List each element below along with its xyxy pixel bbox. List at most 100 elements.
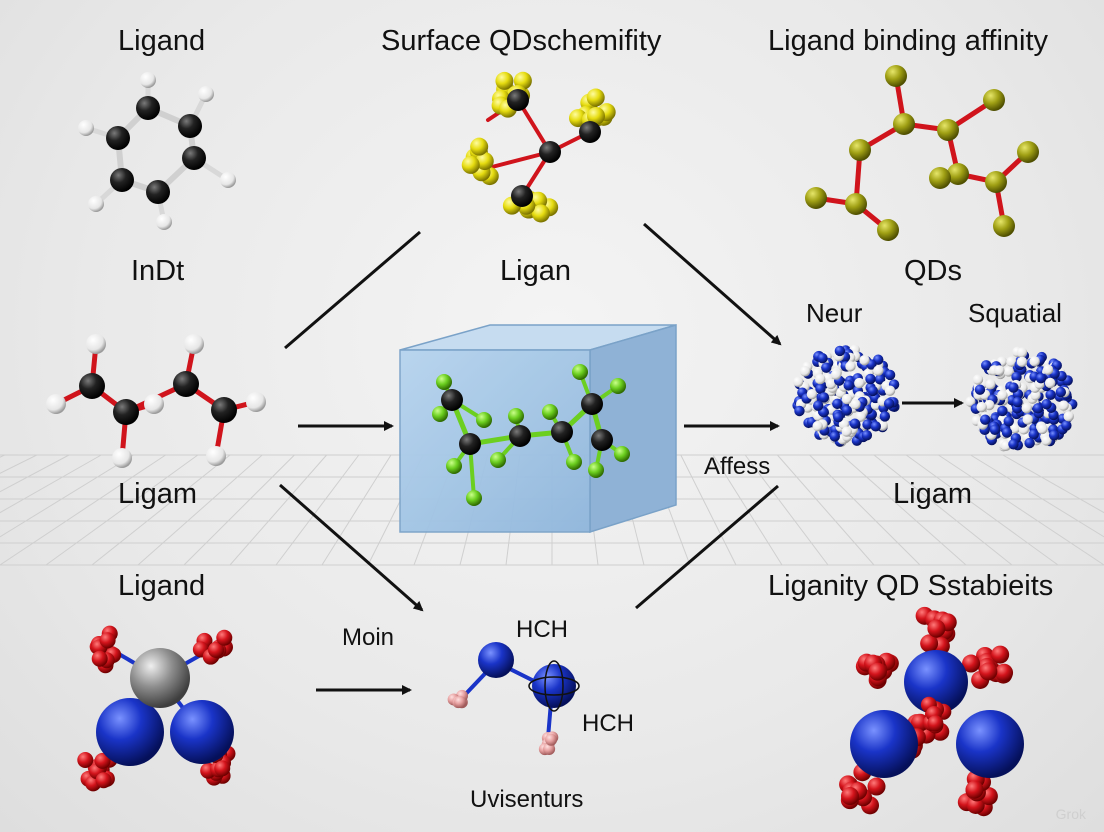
blue-atom bbox=[170, 700, 234, 764]
olive-atom bbox=[947, 163, 969, 185]
blue-atom bbox=[532, 664, 576, 708]
hydrogen-atom bbox=[1016, 356, 1028, 368]
hydrogen-atom bbox=[850, 399, 861, 410]
pink-atom bbox=[545, 733, 558, 746]
hydrogen-atom bbox=[825, 378, 837, 390]
olive-atom bbox=[805, 187, 827, 209]
oxygen-atom bbox=[867, 777, 886, 796]
carbon-atom bbox=[551, 421, 573, 443]
carbon-atom bbox=[459, 433, 481, 455]
top-left-title: Ligand bbox=[118, 25, 206, 57]
mid-left-caption: Ligam bbox=[118, 478, 197, 510]
oxygen-atom bbox=[77, 751, 94, 768]
blue-atom bbox=[874, 374, 886, 385]
carbon-atom bbox=[211, 397, 237, 423]
blue-atom bbox=[821, 362, 832, 373]
mid-right-caption: Ligam bbox=[893, 478, 972, 510]
fluorine-atom bbox=[436, 374, 452, 390]
quantum-dot-nanoparticle-right bbox=[965, 346, 1078, 452]
oxygen-atom bbox=[95, 772, 112, 789]
arrows bbox=[279, 222, 964, 695]
sulfur-atom bbox=[475, 152, 494, 171]
hydrogen-atom bbox=[1058, 400, 1069, 411]
blue-atom bbox=[884, 369, 896, 381]
hydrogen-atom bbox=[855, 411, 866, 422]
carbon-atom bbox=[113, 399, 139, 425]
blue-atom bbox=[1028, 429, 1039, 440]
olive-atom bbox=[929, 167, 951, 189]
crystal-box bbox=[399, 324, 677, 534]
fluorine-atom bbox=[432, 406, 448, 422]
sulfur-atom bbox=[531, 204, 550, 223]
blue-atom bbox=[96, 698, 164, 766]
blue-atom bbox=[817, 352, 828, 364]
surface-chemistry-molecule bbox=[461, 71, 616, 223]
hydrogen-atom bbox=[997, 390, 1008, 401]
fluorine-atom bbox=[588, 462, 604, 478]
blue-atom bbox=[1024, 437, 1035, 449]
carbon-atom bbox=[136, 96, 160, 120]
blue-atom bbox=[829, 431, 840, 442]
blue-atom bbox=[850, 710, 918, 778]
fluorine-atom bbox=[542, 404, 558, 420]
carbon-atom bbox=[509, 425, 531, 447]
carbon-atom bbox=[511, 185, 533, 207]
blue-atom bbox=[1012, 396, 1023, 408]
arrow-left-to-bottom bbox=[279, 483, 424, 612]
hydrogen-atom bbox=[1021, 402, 1032, 414]
fluorinated-molecule bbox=[432, 364, 630, 506]
olive-atom bbox=[849, 139, 871, 161]
hydrogen-atom bbox=[140, 72, 156, 88]
blue-atom bbox=[478, 642, 514, 678]
blue-atom bbox=[1048, 430, 1060, 441]
olive-atom bbox=[845, 193, 867, 215]
olive-atom bbox=[1017, 141, 1039, 163]
hydrogen-atom bbox=[841, 426, 852, 437]
fluorine-atom bbox=[446, 458, 462, 474]
blue-atom bbox=[812, 400, 824, 411]
blue-atom bbox=[865, 373, 876, 385]
hydrogen-atom bbox=[1037, 423, 1048, 435]
blue-atom bbox=[1061, 420, 1072, 431]
oxygen-atom bbox=[208, 641, 225, 658]
moin-label: Moin bbox=[342, 624, 395, 651]
blue-atom bbox=[794, 405, 805, 417]
arrow-top-to-right bbox=[643, 222, 782, 346]
sulfur-atom bbox=[461, 155, 480, 174]
oxygen-atom bbox=[991, 645, 1010, 664]
hydrogen-atom bbox=[873, 365, 884, 376]
oxygen-atom bbox=[99, 632, 116, 649]
blue-atom bbox=[1011, 371, 1022, 383]
hch-bottom-label: HCH bbox=[582, 710, 634, 737]
sulfur-atom bbox=[470, 137, 489, 156]
bottom-left-title: Ligand bbox=[118, 570, 206, 602]
carbon-atom bbox=[178, 114, 202, 138]
blue-atom bbox=[1055, 386, 1067, 398]
blue-atom bbox=[956, 710, 1024, 778]
top-center-caption: Ligan bbox=[500, 255, 571, 287]
metal-atom bbox=[130, 648, 190, 708]
hydrogen-atom bbox=[1006, 356, 1017, 367]
blue-atom bbox=[1003, 416, 1014, 427]
benzene-molecule bbox=[78, 72, 236, 230]
hydrogen-atom bbox=[1042, 364, 1054, 375]
quantum-dot-nanoparticle-left bbox=[792, 344, 900, 447]
connector-line-bottom-right bbox=[635, 484, 779, 610]
hydrogen-atom bbox=[184, 334, 204, 354]
hydrogen-atom bbox=[845, 361, 856, 372]
top-center-title: Surface QDschemifity bbox=[381, 25, 662, 57]
hydrogen-atom bbox=[1044, 377, 1056, 389]
stabilized-qd-molecule bbox=[839, 606, 1024, 817]
hydrogen-atom bbox=[806, 388, 818, 400]
bottom-right-title: Liganity QD Sstabieits bbox=[768, 570, 1054, 602]
blue-atom bbox=[818, 392, 830, 403]
fluorine-atom bbox=[572, 364, 588, 380]
blue-atom bbox=[904, 650, 968, 714]
hydrogen-atom bbox=[1029, 356, 1040, 367]
hydrogen-atom bbox=[246, 392, 266, 412]
carbon-atom bbox=[110, 168, 134, 192]
metal-complex-molecule bbox=[77, 625, 236, 792]
hydrogen-atom bbox=[156, 214, 172, 230]
affess-label: Affess bbox=[704, 453, 771, 480]
blue-atom bbox=[989, 424, 1001, 435]
